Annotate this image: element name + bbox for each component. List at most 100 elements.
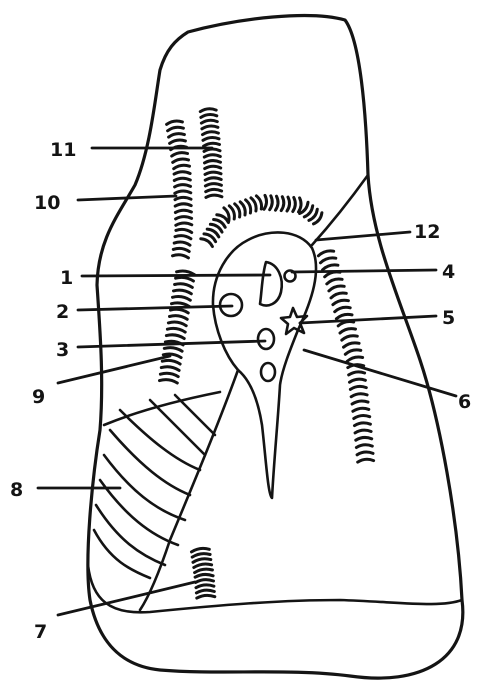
hatch-mark — [195, 569, 213, 572]
hatch-mark — [331, 293, 346, 298]
hatch-mark — [174, 172, 190, 174]
hatch-mark — [197, 595, 215, 598]
hatch-mark — [175, 210, 191, 212]
label-7: 7 — [34, 621, 47, 643]
hatch-band-11 — [200, 109, 222, 198]
hatch-mark — [194, 564, 212, 568]
hatch-mark — [358, 459, 374, 462]
hatch-mark — [192, 554, 210, 558]
hatch-mark — [161, 367, 179, 371]
hatch-mark — [264, 195, 267, 209]
hatch-mark — [287, 197, 290, 211]
hatch-mark — [354, 415, 370, 418]
hatch-mark — [203, 132, 219, 135]
label-10: 10 — [34, 192, 60, 214]
structure-3 — [258, 329, 274, 349]
hatch-mark — [166, 335, 184, 339]
hatch-mark — [355, 423, 371, 426]
label-6: 6 — [458, 391, 471, 413]
hatch-mark — [205, 178, 221, 180]
hatch-mark — [344, 343, 360, 347]
leader-5 — [300, 316, 436, 323]
hatch-mark — [352, 401, 368, 404]
hatch-mark — [176, 217, 192, 219]
hatch-mark — [206, 189, 222, 191]
hatch-mark — [355, 430, 371, 433]
hatch-mark — [350, 386, 366, 389]
hatch-mark — [329, 286, 344, 291]
label-2: 2 — [56, 301, 69, 323]
hatch-mark — [205, 161, 221, 163]
hatch-mark — [173, 248, 189, 251]
hatch-mark — [196, 580, 214, 583]
hatch-mark — [175, 284, 193, 288]
hatch-mark — [345, 350, 361, 354]
hatch-mark — [195, 574, 213, 577]
hatch-mark — [205, 172, 221, 174]
hatch-mark — [167, 121, 183, 124]
label-1: 1 — [60, 267, 73, 289]
hatch-mark — [173, 297, 191, 301]
structure-5 — [281, 308, 307, 334]
hatch-band-10 — [167, 121, 192, 258]
hatch-mark — [171, 309, 189, 313]
hatch-mark — [162, 360, 180, 364]
hatch-mark — [175, 191, 191, 193]
hatch-mark — [202, 126, 218, 129]
label-8: 8 — [10, 479, 23, 501]
hatch-mark — [201, 120, 217, 123]
hatch-mark — [356, 437, 372, 440]
leader-12 — [316, 232, 410, 240]
hatch-mark — [276, 196, 279, 210]
hatch-mark — [170, 316, 188, 320]
label-4: 4 — [442, 261, 455, 283]
structure-1 — [260, 262, 282, 306]
hatch-mark — [196, 585, 214, 588]
leader-4 — [292, 270, 436, 272]
hatch-mark — [175, 185, 191, 187]
structure-6 — [261, 363, 275, 381]
leader-9 — [58, 356, 170, 383]
hatch-mark — [270, 196, 273, 210]
hatch-mark — [200, 109, 216, 112]
hatch-mark — [176, 277, 194, 281]
hatch-mark — [175, 197, 191, 199]
hatch-mark — [356, 445, 372, 448]
hatch-mark — [347, 357, 363, 361]
hatch-mark — [196, 590, 214, 593]
hatch-mark — [174, 290, 192, 294]
leader-2 — [78, 306, 232, 310]
hatch-mark — [318, 251, 333, 256]
hatch-mark — [351, 394, 367, 397]
hatch-mark — [353, 408, 369, 411]
hatch-mark — [201, 239, 213, 247]
hatch-mark — [176, 223, 192, 225]
region-8-lines — [94, 392, 220, 578]
hatch-mark — [205, 166, 221, 168]
hatch-mark — [327, 279, 342, 284]
hatch-mark — [206, 195, 222, 197]
leader-10 — [78, 196, 176, 200]
hatch-mark — [193, 559, 211, 563]
hatch-mark — [164, 348, 182, 352]
hatch-mark — [168, 127, 184, 131]
outer-outline — [88, 16, 463, 679]
hatch-mark — [174, 165, 190, 168]
hatch-mark — [299, 198, 302, 212]
hatch-mark — [203, 138, 219, 141]
hatch-mark — [176, 229, 192, 232]
hatch-mark — [174, 242, 190, 245]
hatch-mark — [172, 153, 188, 157]
leader-6 — [304, 350, 456, 396]
hatch-mark — [160, 380, 178, 383]
label-3: 3 — [56, 339, 69, 361]
hatch-mark — [175, 204, 191, 206]
label-12: 12 — [414, 221, 440, 243]
hatch-mark — [333, 300, 349, 304]
hatch-mark — [349, 372, 365, 375]
label-9: 9 — [32, 386, 45, 408]
hatch-mark — [175, 236, 191, 239]
hatch-band-7 — [192, 548, 215, 598]
hatch-mark — [205, 184, 221, 186]
